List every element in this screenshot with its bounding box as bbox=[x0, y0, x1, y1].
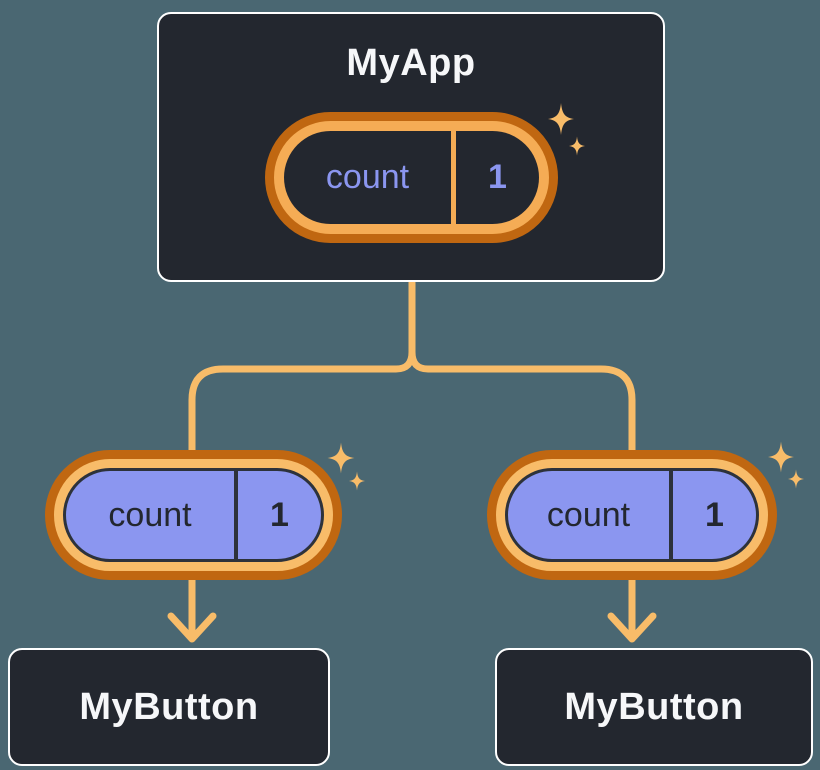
prop-pill-body: count 1 bbox=[505, 468, 759, 562]
pill-divider bbox=[234, 471, 238, 559]
connector-branch-right bbox=[408, 279, 636, 456]
pill-value: 1 bbox=[488, 158, 507, 196]
pill-divider bbox=[669, 471, 673, 559]
connector-branch-left bbox=[188, 279, 416, 456]
pill-label: count bbox=[546, 495, 631, 534]
state-pill-body: count 1 bbox=[284, 131, 539, 224]
prop-pill-left: count 1 bbox=[45, 450, 342, 580]
pill-value: 1 bbox=[705, 495, 724, 534]
pill-divider bbox=[451, 131, 456, 224]
node-title: MyButton bbox=[79, 685, 259, 728]
prop-pill-body: count 1 bbox=[63, 468, 324, 562]
node-title: MyButton bbox=[564, 685, 744, 728]
pill-value: 1 bbox=[270, 495, 289, 534]
mybutton-node-right: MyButton bbox=[495, 648, 813, 766]
arrow-left-head bbox=[167, 612, 217, 643]
pill-label: count bbox=[108, 495, 192, 534]
arrow-right-head bbox=[607, 612, 657, 643]
pill-label: count bbox=[325, 158, 410, 196]
mybutton-node-left: MyButton bbox=[8, 648, 330, 766]
state-pill-root: count 1 bbox=[265, 112, 558, 243]
node-title: MyApp bbox=[346, 42, 476, 84]
prop-pill-right: count 1 bbox=[487, 450, 777, 580]
